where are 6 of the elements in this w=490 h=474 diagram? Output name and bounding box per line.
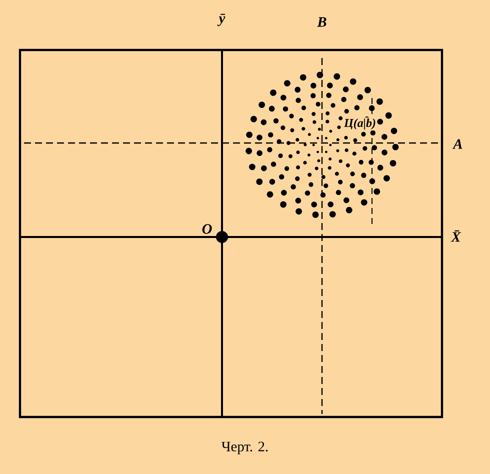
- axis-label: A: [452, 138, 464, 150]
- axis-label: X̄: [450, 229, 462, 243]
- axis-label: Ц(a|b): [343, 118, 377, 130]
- axis-label: O: [200, 223, 214, 235]
- caption: Черт. 2.: [222, 442, 268, 454]
- axis-label: B: [316, 16, 328, 28]
